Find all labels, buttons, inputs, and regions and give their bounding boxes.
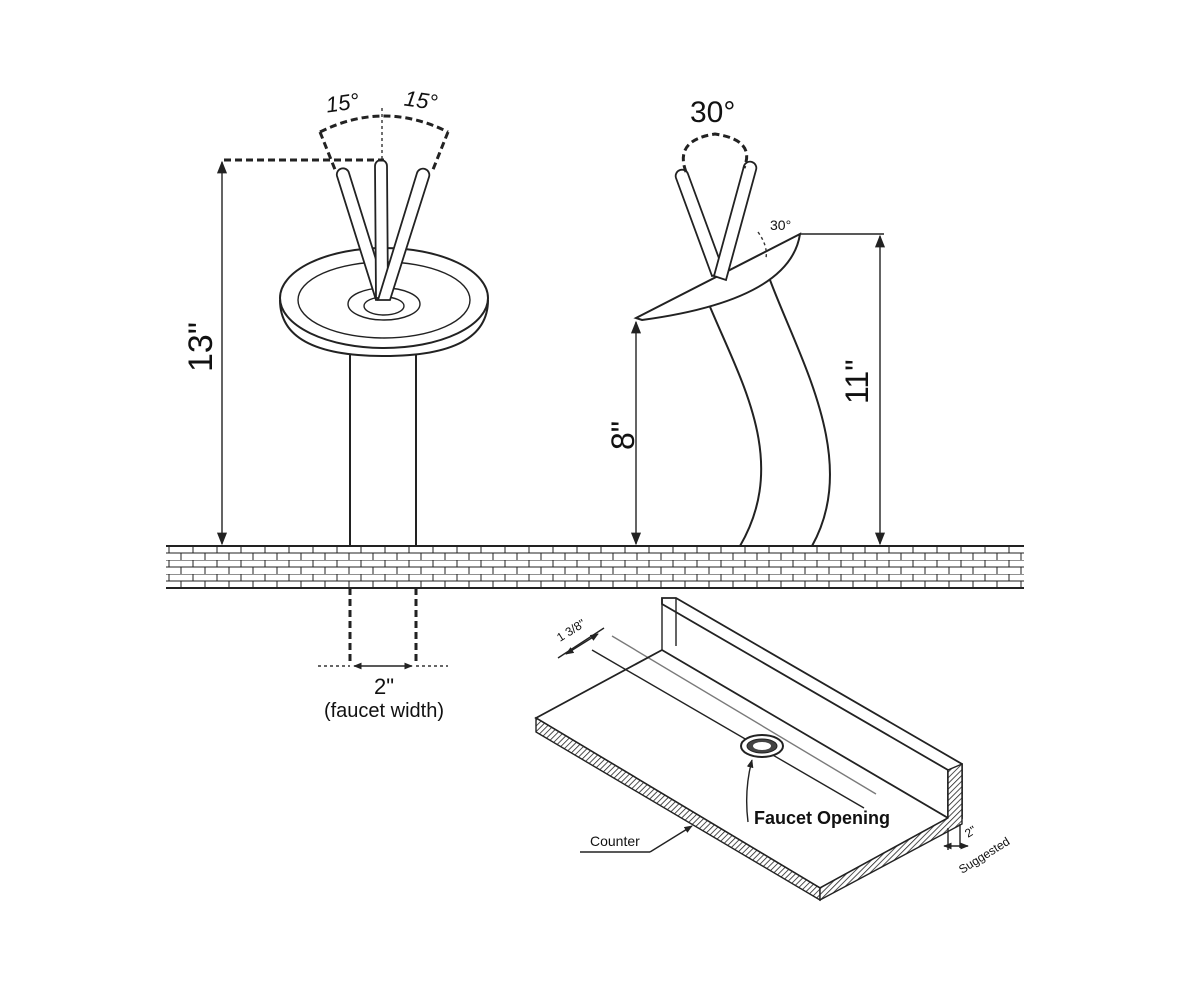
label-backsplash-offset: 1 3/8" [554, 616, 588, 644]
basin-disk-rim [279, 299, 489, 358]
label-faucet-width-value: 2" [374, 674, 394, 699]
front-view-faucet [279, 108, 489, 546]
label-faucet-opening: Faucet Opening [754, 808, 890, 828]
side-angle-arc [681, 132, 749, 173]
label-height-11: 11" [839, 359, 875, 404]
label-height-8: 8" [605, 421, 641, 450]
label-angle-right: 15° [403, 86, 440, 115]
handle-positions [335, 159, 431, 302]
label-counter: Counter [590, 833, 640, 849]
side-handle-front [712, 160, 758, 282]
label-angle-left: 15° [324, 88, 361, 117]
front-angle-arc [319, 114, 449, 134]
label-height-13: 13" [182, 322, 220, 372]
label-angle-side-small: 30° [770, 217, 791, 233]
label-edge-distance-value: 2" [962, 823, 979, 841]
counter-installation [534, 597, 969, 902]
countertop-side-edge [819, 762, 963, 902]
dimension-11-inch [800, 233, 886, 546]
dimension-13-inch [216, 158, 384, 546]
label-edge-distance-caption: Suggested [956, 834, 1012, 876]
side-handle-back [674, 168, 726, 278]
label-faucet-width-caption: (faucet width) [324, 700, 444, 722]
label-angle-side: 30° [690, 96, 735, 129]
side-view-faucet [633, 132, 831, 547]
brick-counter-band [166, 545, 1024, 589]
dimension-faucet-width [318, 588, 448, 670]
